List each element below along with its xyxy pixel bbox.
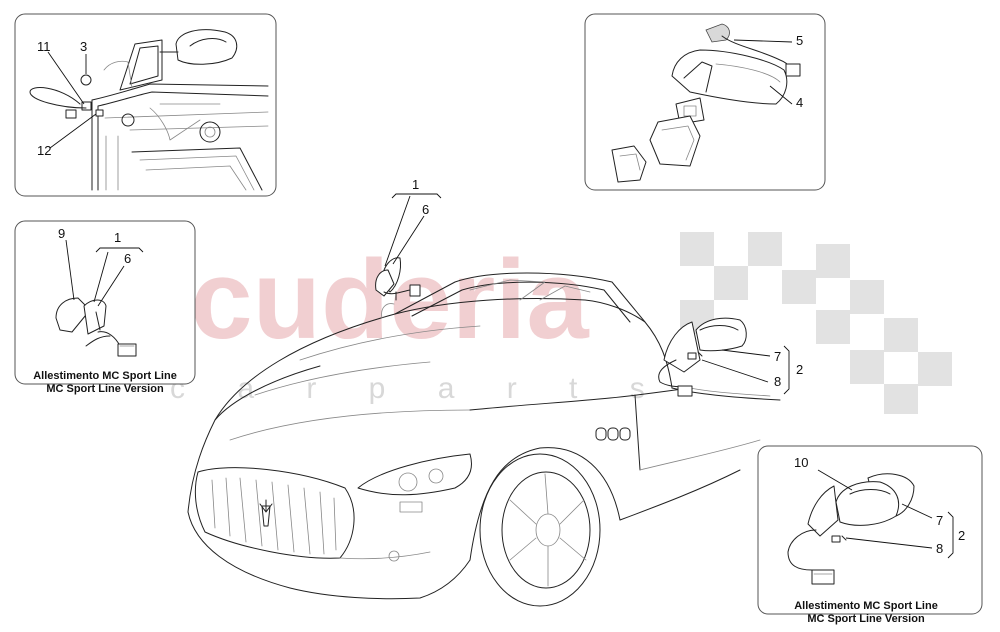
detail-box-mc-sport-left xyxy=(14,220,196,385)
callout-7b: 7 xyxy=(936,513,943,528)
leader-8 xyxy=(701,359,769,383)
callout-12: 12 xyxy=(37,143,51,158)
callout-11: 11 xyxy=(37,39,51,54)
callout-1b: 1 xyxy=(114,230,121,245)
mirror-glass-detail xyxy=(611,23,801,183)
callout-6b: 6 xyxy=(124,251,131,266)
leader-8b xyxy=(845,537,933,549)
bracket-item-2b xyxy=(947,511,954,559)
bracket-item-1b xyxy=(95,247,144,253)
left-mirror-assembly xyxy=(375,257,421,301)
callout-8: 8 xyxy=(774,374,781,389)
leader-7b xyxy=(901,503,933,519)
mc-sport-mirror-right xyxy=(787,473,915,585)
leader-11 xyxy=(47,51,85,105)
caption-left-line2: MC Sport Line Version xyxy=(46,383,164,395)
bracket-item-1 xyxy=(391,193,442,199)
callout-4: 4 xyxy=(796,95,803,110)
callout-9: 9 xyxy=(58,226,65,241)
mc-sport-mirror-left xyxy=(55,297,137,357)
callout-7: 7 xyxy=(774,349,781,364)
callout-2: 2 xyxy=(796,362,803,377)
leader-7 xyxy=(721,349,771,357)
door-panel-detail xyxy=(29,29,269,191)
caption-right-line2: MC Sport Line Version xyxy=(807,613,925,625)
caption-right-line1: Allestimento MC Sport Line xyxy=(794,600,938,612)
watermark-checker-flag xyxy=(680,232,952,414)
leader-10 xyxy=(817,469,853,491)
callout-8b: 8 xyxy=(936,541,943,556)
callout-1: 1 xyxy=(412,177,419,192)
leader-1 xyxy=(384,195,411,267)
caption-left-line1: Allestimento MC Sport Line xyxy=(33,370,177,382)
detail-box-mirror-glass xyxy=(584,13,826,191)
leader-1b xyxy=(93,251,109,303)
callout-3: 3 xyxy=(80,39,87,54)
watermark-subtitle: c a r p a r t s xyxy=(170,372,667,405)
leader-9 xyxy=(65,239,75,301)
callout-10: 10 xyxy=(794,455,808,470)
callout-6: 6 xyxy=(422,202,429,217)
leader-6 xyxy=(392,215,425,265)
watermark-brand: scuderia xyxy=(128,237,589,362)
right-mirror-assembly xyxy=(658,317,747,397)
detail-box-mc-sport-right xyxy=(757,445,983,615)
leader-12 xyxy=(49,113,97,149)
callout-2b: 2 xyxy=(958,528,965,543)
bracket-item-2 xyxy=(783,345,790,395)
leader-6b xyxy=(97,265,125,307)
callout-5: 5 xyxy=(796,33,803,48)
leader-5 xyxy=(733,39,793,43)
leader-4 xyxy=(769,85,793,105)
car-illustration xyxy=(187,272,781,607)
